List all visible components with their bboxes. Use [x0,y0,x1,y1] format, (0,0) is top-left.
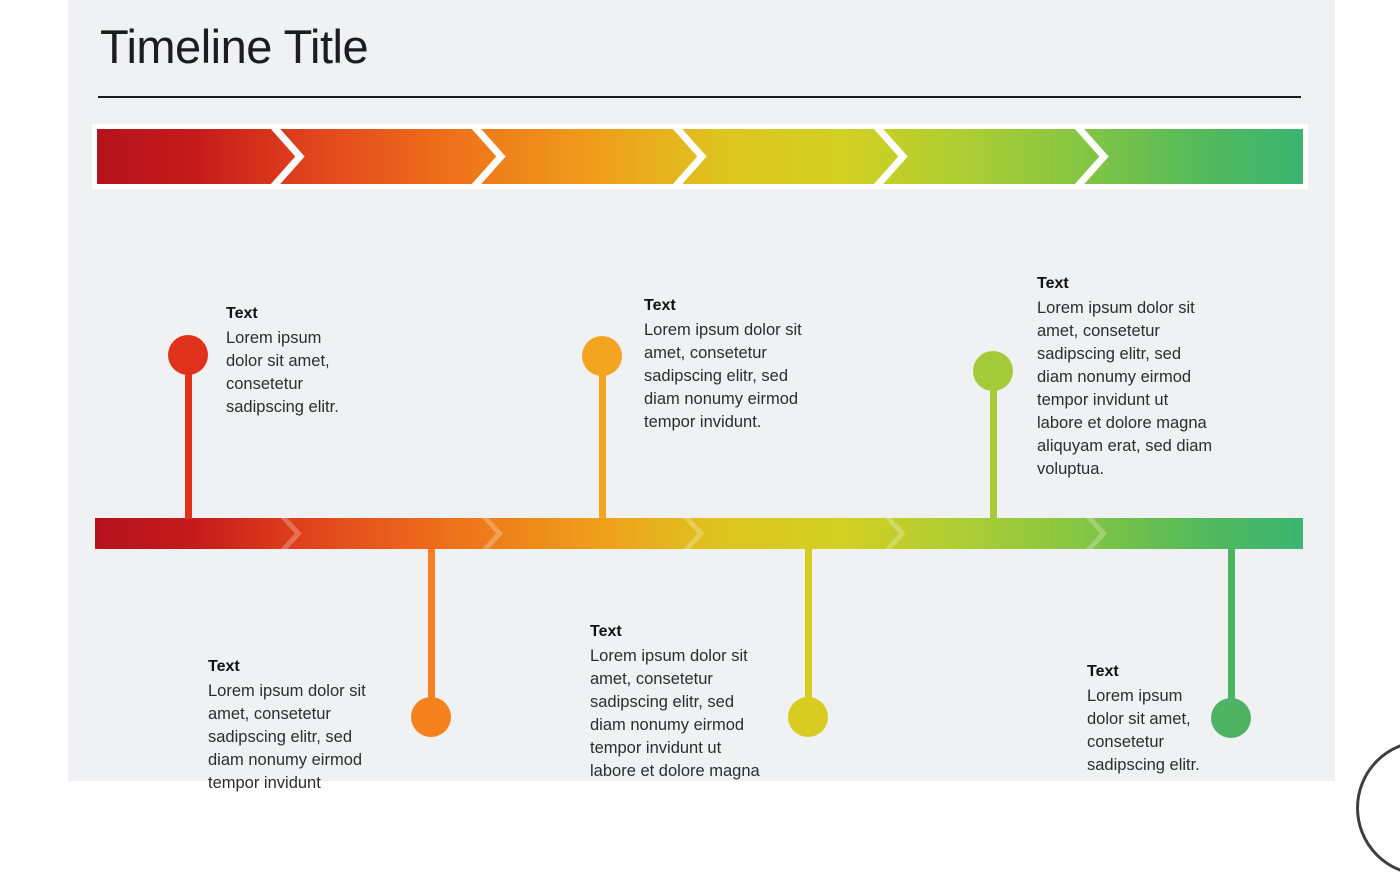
timeline-bar [95,518,1303,549]
item-body: Lorem ipsum dolor sit amet, consetetur s… [644,321,802,431]
timeline-connector [185,355,192,519]
timeline-connector [805,549,812,717]
item-body: Lorem ipsum dolor sit amet, consetetur s… [226,329,339,416]
chevron-separator-icon [1074,129,1109,184]
item-heading: Text [590,623,622,640]
item-body: Lorem ipsum dolor sit amet, consetetur s… [1087,687,1200,774]
item-heading: Text [226,305,258,322]
chevron-separator-subtle-icon [884,518,906,549]
slide-background: Timeline Title Text Lorem ipsum dolor si… [68,0,1335,792]
item-body: Lorem ipsum dolor sit amet, consetetur s… [590,647,760,780]
timeline-marker-dot [1211,698,1251,738]
timeline-connector [990,371,997,519]
chevron-separator-subtle-icon [280,518,302,549]
timeline-bar-gradient [95,518,1303,549]
item-heading: Text [1087,663,1119,680]
chevron-separator-subtle-icon [482,518,504,549]
item-heading: Text [1037,275,1069,292]
corner-circle-decoration [1356,740,1400,876]
timeline-marker-dot [788,697,828,737]
timeline-marker-dot [582,336,622,376]
chevron-separator-subtle-icon [683,518,705,549]
item-heading: Text [644,297,676,314]
chevron-separator-icon [873,129,908,184]
item-heading: Text [208,658,240,675]
chevron-separator-icon [672,129,707,184]
timeline-marker-dot [411,697,451,737]
chevron-separator-subtle-icon [1086,518,1108,549]
timeline-connector [1228,549,1235,718]
item-body: Lorem ipsum dolor sit amet, consetetur s… [1037,299,1213,478]
arrow-bar-svg [97,129,1303,184]
timeline-connector [599,356,606,519]
timeline-marker-dot [973,351,1013,391]
page-title: Timeline Title [100,20,369,73]
gradient-arrow-bar [92,124,1308,189]
chevron-separator-icon [471,129,506,184]
title-divider [98,96,1301,98]
item-body: Lorem ipsum dolor sit amet, consetetur s… [208,682,366,792]
chevron-separator-icon [270,129,305,184]
timeline-connector [428,549,435,717]
timeline-marker-dot [168,335,208,375]
